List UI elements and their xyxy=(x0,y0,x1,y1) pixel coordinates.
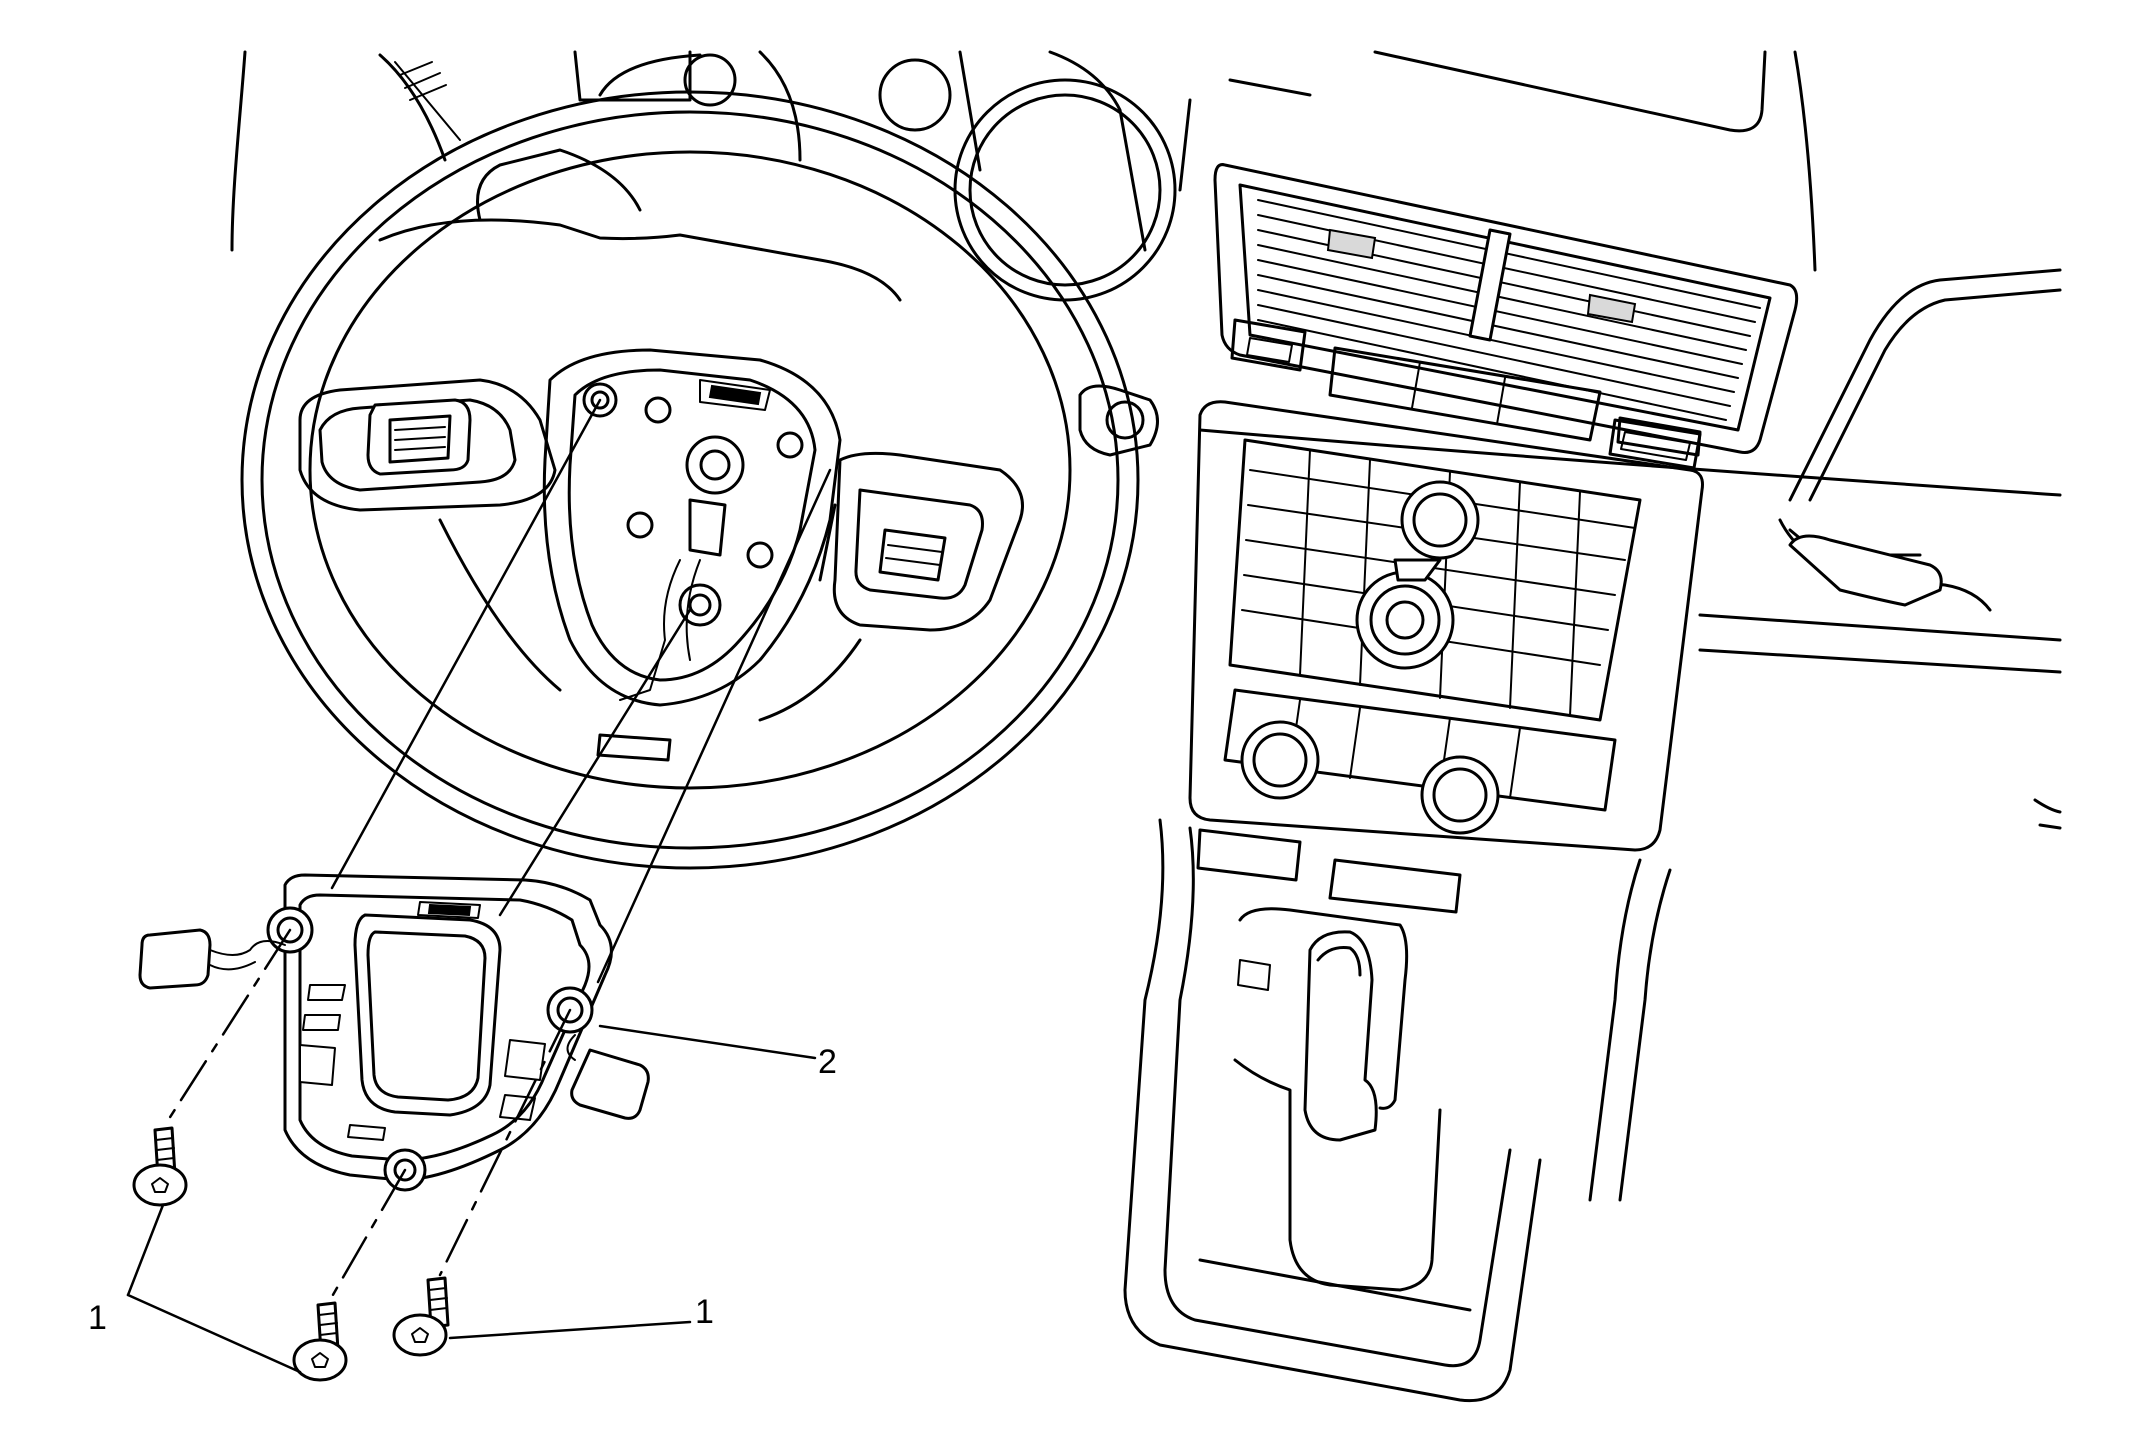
turn-signal-stalk xyxy=(1078,384,1159,457)
fastener-center xyxy=(292,1301,348,1382)
steering-wheel xyxy=(240,90,1140,870)
steering-wheel-trim-cover xyxy=(138,873,650,1192)
center-console xyxy=(1123,818,1672,1403)
fastener-left xyxy=(132,1126,188,1207)
fastener-right xyxy=(392,1276,450,1357)
callout-leaders xyxy=(126,1024,817,1374)
callout-label-steering-wheel-trim: 2 xyxy=(818,1043,837,1081)
callout-label-fasteners-right: 1 xyxy=(695,1293,714,1331)
alignment-lines xyxy=(163,398,832,1302)
radio-control-panel xyxy=(1188,400,1704,852)
callout-label-fasteners: 1 xyxy=(88,1299,107,1337)
center-air-vent xyxy=(1213,163,1799,470)
right-dash-vent xyxy=(1616,416,1943,607)
